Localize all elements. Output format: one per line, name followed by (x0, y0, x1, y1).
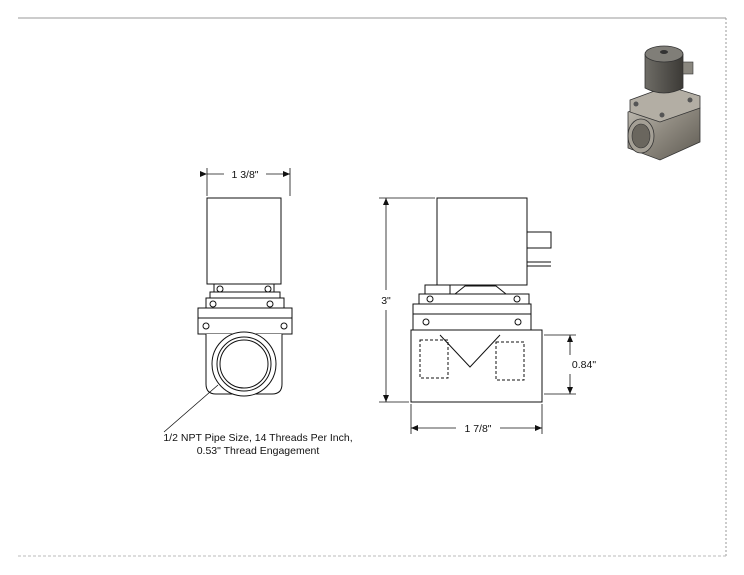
side-body-plate (412, 303, 532, 331)
inlet-port (211, 331, 277, 397)
note-leader (163, 384, 219, 433)
dimension-top-width-label: 1 3/8" (231, 169, 258, 181)
dimension-bottom-width (410, 404, 543, 434)
screw-front-left (216, 285, 224, 293)
thread-note-line2: 0.53" Thread Engagement (197, 445, 320, 457)
coil (206, 197, 282, 285)
dimension-height-label: 3" (381, 295, 391, 307)
dimension-height (379, 197, 435, 403)
sheet-border (18, 17, 727, 557)
side-coil (436, 197, 528, 286)
side-view (410, 197, 552, 403)
electrical-connector (526, 231, 552, 249)
valve-3d-thumbnail (627, 45, 701, 161)
port-hex-right (495, 341, 525, 381)
port-hex-left (419, 339, 449, 379)
dimension-top-width (200, 168, 291, 196)
front-view (197, 197, 293, 397)
dimension-port-height (544, 334, 576, 395)
thread-note-line1: 1/2 NPT Pipe Size, 14 Threads Per Inch, (163, 432, 352, 444)
screw-front-right (264, 285, 272, 293)
dimension-bottom-width-label: 1 7/8" (464, 423, 491, 435)
body-plate (197, 307, 293, 335)
side-body (410, 329, 543, 403)
dimension-port-height-label: 0.84" (572, 359, 596, 371)
